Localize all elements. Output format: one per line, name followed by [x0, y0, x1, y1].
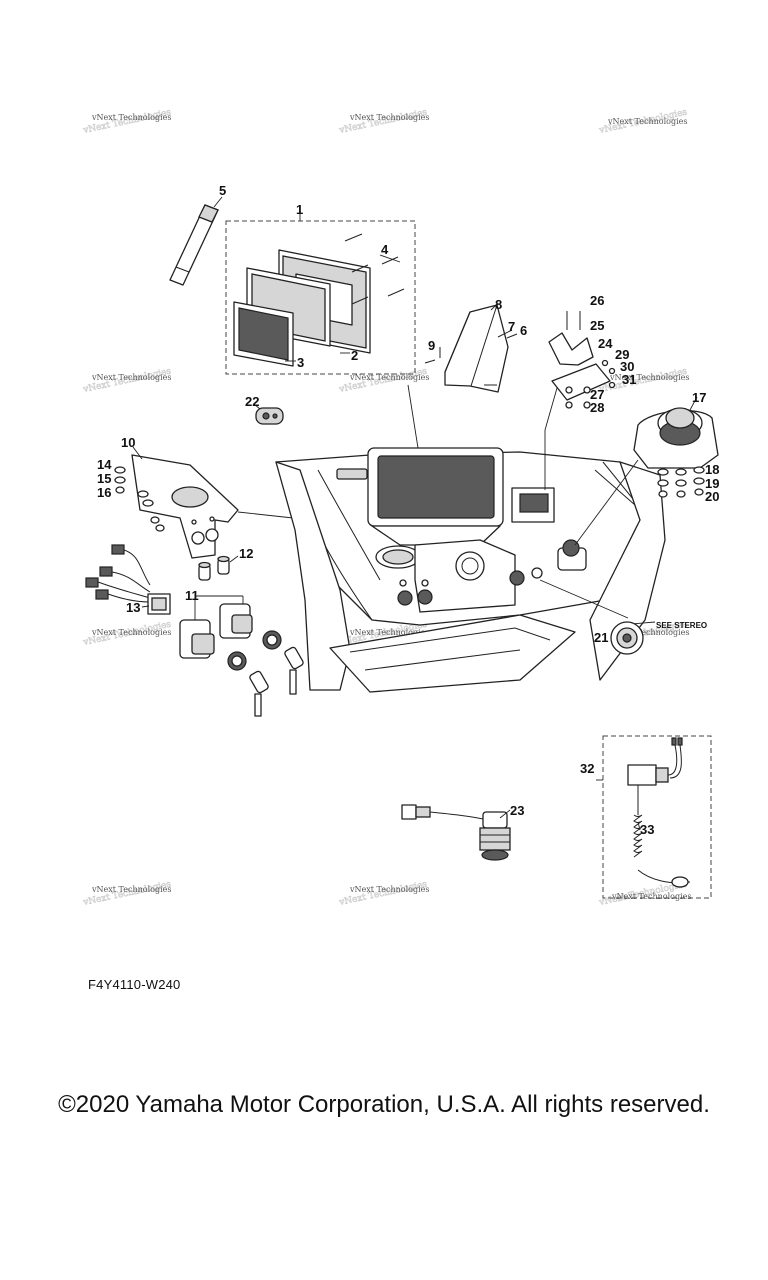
- console-assembly: [275, 384, 666, 693]
- svg-text:vNext Technologies: vNext Technologies: [349, 628, 429, 637]
- callout-19: 19: [705, 476, 719, 491]
- watermark: vNext Technologies vNext Technologies: [81, 366, 172, 395]
- callout-12: 12: [239, 546, 253, 561]
- callout-14: 14: [97, 457, 112, 472]
- copyright-notice: ©2020 Yamaha Motor Corporation, U.S.A. A…: [58, 1091, 710, 1118]
- callout-8: 8: [495, 297, 502, 312]
- callout-4: 4: [381, 242, 389, 257]
- callouts: 1 2 3 4 5 6 7 8 9 10 11 12 13 14 15 16 1…: [97, 183, 719, 837]
- callout-26: 26: [590, 293, 604, 308]
- svg-text:vNext Technologies: vNext Technologies: [91, 373, 171, 382]
- svg-text:vNext Technologies: vNext Technologies: [611, 892, 691, 901]
- part-11-switches: [179, 595, 304, 717]
- callout-7: 7: [508, 319, 515, 334]
- callout-20: 20: [705, 489, 719, 504]
- diagram-code: F4Y4110-W240: [88, 977, 181, 992]
- part-23-sensor: [401, 804, 511, 861]
- watermark: vNext Technologies vNext Technologies: [597, 107, 688, 136]
- part-22-fob: [253, 403, 284, 425]
- svg-text:vNext Technologies: vNext Technologies: [91, 628, 171, 637]
- part-21-speaker: [610, 621, 644, 655]
- callout-17: 17: [692, 390, 706, 405]
- callout-5: 5: [219, 183, 226, 198]
- display-assembly-group: [225, 214, 416, 375]
- watermark: vNext Technologies vNext Technologies: [337, 366, 429, 395]
- part-8-cover: [424, 303, 518, 393]
- callout-23: 23: [510, 803, 524, 818]
- part-5-strip: [169, 196, 223, 286]
- watermark: vNext Technologies vNext Technologies: [81, 107, 172, 136]
- callout-29: 29: [615, 347, 629, 362]
- callout-15: 15: [97, 471, 111, 486]
- part-10-plate: [114, 446, 331, 559]
- callout-27: 27: [590, 387, 604, 402]
- callout-9: 9: [428, 338, 435, 353]
- callout-1: 1: [296, 202, 303, 217]
- watermark: vNext Technologies vNext Technologies: [337, 107, 429, 136]
- svg-text:vNext Technologies: vNext Technologies: [609, 628, 689, 637]
- watermark: vNext Technologies vNext Technologies: [81, 879, 172, 908]
- callout-22: 22: [245, 394, 259, 409]
- part-12-plugs: [198, 555, 239, 581]
- see-stereo-note: SEE STEREO: [656, 621, 707, 630]
- callout-18: 18: [705, 462, 719, 477]
- svg-text:vNext Technologies: vNext Technologies: [349, 113, 429, 122]
- svg-text:vNext Technologies: vNext Technologies: [91, 113, 171, 122]
- callout-16: 16: [97, 485, 111, 500]
- svg-text:vNext Technologies: vNext Technologies: [609, 373, 689, 382]
- svg-text:vNext Technologies: vNext Technologies: [349, 885, 429, 894]
- lanyard-switch-group: [596, 735, 712, 899]
- svg-text:vNext Technologies: vNext Technologies: [349, 373, 429, 382]
- watermark: vNext Technologies vNext Technologies: [81, 619, 172, 648]
- callout-25: 25: [590, 318, 604, 333]
- callout-3: 3: [297, 355, 304, 370]
- callout-13: 13: [126, 600, 140, 615]
- callout-11: 11: [185, 588, 199, 603]
- callout-31: 31: [622, 372, 636, 387]
- callout-28: 28: [590, 400, 604, 415]
- svg-text:vNext Technologies: vNext Technologies: [607, 117, 687, 126]
- callout-32: 32: [580, 761, 594, 776]
- callout-10: 10: [121, 435, 135, 450]
- part-17-joystick: [633, 396, 719, 498]
- callout-2: 2: [351, 348, 358, 363]
- callout-24: 24: [598, 336, 613, 351]
- svg-text:vNext Technologies: vNext Technologies: [91, 885, 171, 894]
- callout-33: 33: [640, 822, 654, 837]
- callout-21: 21: [594, 630, 608, 645]
- part-13-harness: [85, 544, 171, 615]
- watermark: vNext Technologies vNext Technologies: [337, 879, 429, 908]
- callout-6: 6: [520, 323, 527, 338]
- part-24-bracket: [544, 311, 616, 431]
- callout-30: 30: [620, 359, 634, 374]
